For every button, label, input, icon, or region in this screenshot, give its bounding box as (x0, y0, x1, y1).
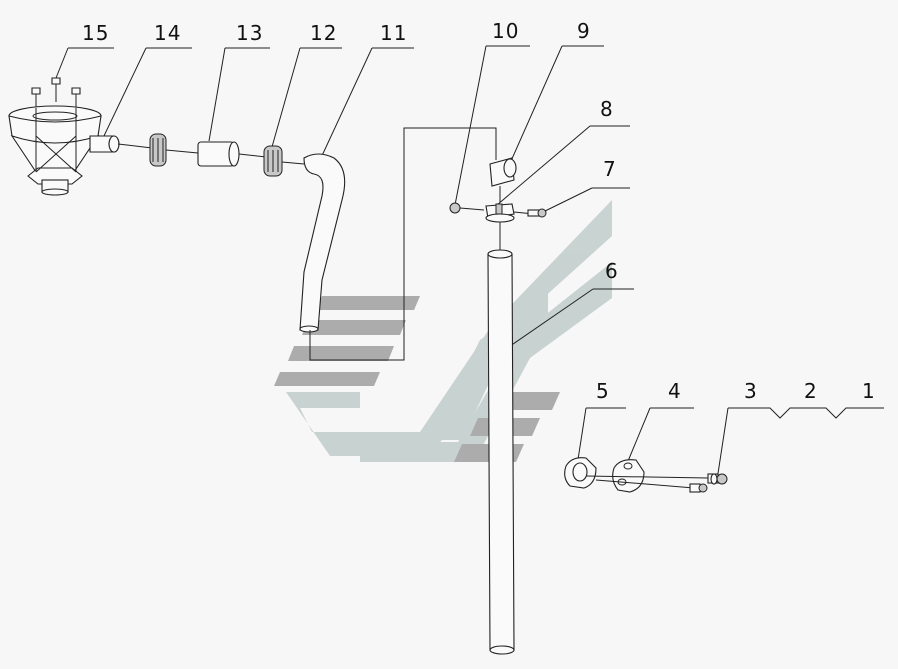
callout-3: 3 (744, 379, 758, 403)
part-6-pipe (487, 249, 515, 655)
part-15-bolts (31, 77, 81, 110)
callout-7: 7 (603, 157, 617, 181)
part-14-housing (8, 105, 153, 196)
part-13-hose (197, 141, 267, 167)
callout-12: 12 (310, 21, 337, 45)
part-10-nut (449, 202, 485, 214)
part-4-flange (612, 459, 645, 493)
callout-8: 8 (600, 97, 614, 121)
callout-5: 5 (596, 379, 610, 403)
part-12-clamp (263, 145, 305, 177)
callout-10: 10 (492, 19, 519, 43)
callout-labels: 15 14 13 12 11 10 9 8 7 6 5 4 (55, 19, 884, 481)
callout-6: 6 (605, 259, 619, 283)
part-7-bolt (527, 208, 547, 218)
callout-13: 13 (236, 21, 263, 45)
callout-11: 11 (380, 21, 407, 45)
part-1-3-bolts (585, 473, 728, 493)
part-8-clamp (485, 203, 535, 250)
callout-15: 15 (82, 21, 109, 45)
callout-9: 9 (577, 19, 591, 43)
callout-4: 4 (668, 379, 682, 403)
callout-14: 14 (154, 21, 181, 45)
part-9-sleeve (489, 157, 517, 202)
part-clamp-left (149, 133, 199, 167)
part-5-gasket (564, 457, 597, 489)
part-11-bent-pipe (299, 127, 497, 361)
callout-2: 2 (804, 379, 818, 403)
callout-1: 1 (862, 379, 876, 403)
